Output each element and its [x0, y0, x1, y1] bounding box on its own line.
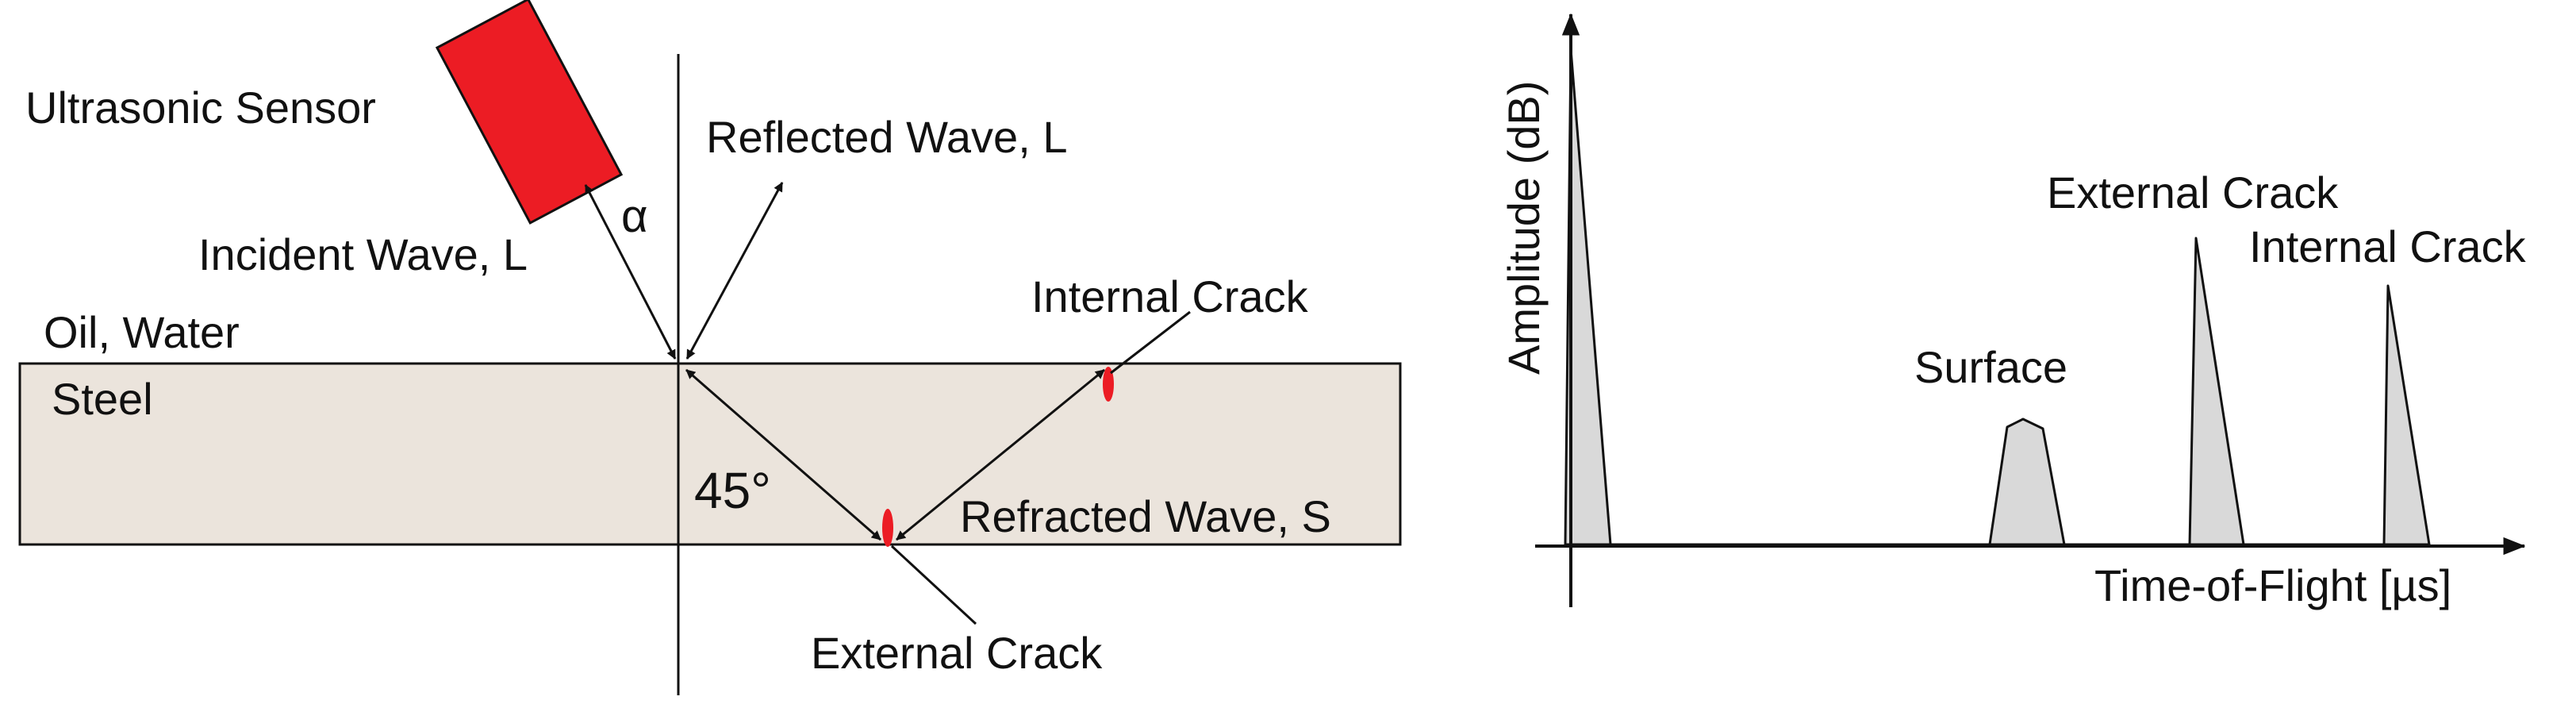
alpha-label: α — [621, 190, 648, 242]
external-crack-leader — [890, 544, 977, 625]
left-panel: Ultrasonic Sensor Reflected Wave, L α In… — [18, 0, 1402, 695]
external-crack-peak-label: External Crack — [2047, 167, 2339, 217]
internal-crack-leader — [1110, 310, 1191, 375]
reflected-wave-arrow — [685, 182, 784, 360]
internal-crack-mark — [1103, 367, 1114, 402]
refracted-wave-label: Refracted Wave, S — [960, 491, 1331, 541]
x-axis-label: Time-of-Flight [µs] — [2094, 560, 2451, 610]
medium-label: Oil, Water — [44, 307, 240, 357]
surface-peak-label: Surface — [1914, 342, 2067, 392]
incident-wave-arrow — [584, 184, 677, 360]
amplitude-peaks — [1564, 48, 2431, 546]
y-axis-label: Amplitude (dB) — [1499, 81, 1549, 375]
refracted-wave-arrow-up — [896, 368, 1105, 541]
right-panel: Amplitude (dB) Time-of-Flight [µs] Surfa… — [1499, 13, 2527, 610]
external-crack-label: External Crack — [811, 628, 1103, 678]
internal-crack-peak — [2382, 284, 2431, 546]
internal-crack-label: Internal Crack — [1031, 271, 1309, 321]
external-crack-peak — [2188, 237, 2245, 546]
external-crack-mark — [882, 509, 893, 547]
angle-label: 45° — [694, 462, 771, 519]
refracted-wave-arrow-down — [685, 368, 881, 541]
sensor-label: Ultrasonic Sensor — [25, 83, 376, 133]
internal-crack-peak-label: Internal Crack — [2249, 221, 2527, 271]
steel-label: Steel — [52, 374, 153, 424]
surface-echo-peak — [1988, 417, 2066, 546]
incident-wave-label: Incident Wave, L — [198, 229, 528, 279]
reflected-wave-label: Reflected Wave, L — [706, 112, 1067, 162]
ultrasonic-sensor — [435, 0, 624, 225]
